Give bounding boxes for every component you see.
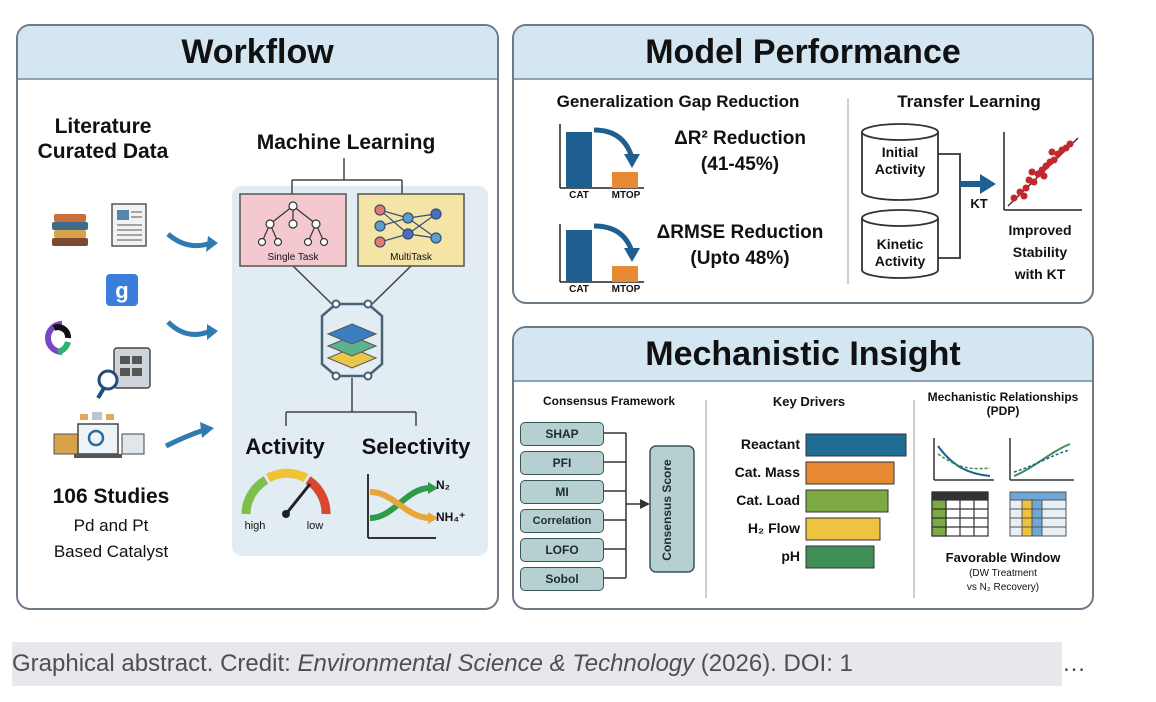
consensus-score-label: Consensus Score	[660, 459, 674, 561]
laptop-data-icon	[53, 412, 145, 458]
transfer-heading: Transfer Learning	[897, 92, 1041, 111]
window-sub-line-1: (DW Treatment	[969, 568, 1037, 579]
favorable-window-grid-2	[1009, 491, 1067, 537]
r2-cat-bar	[566, 132, 592, 188]
database-logo-icon	[45, 321, 71, 355]
layer-stack-icon	[320, 299, 384, 381]
rmse-cat-bar	[566, 230, 592, 282]
driver-label: H₂ Flow	[747, 520, 800, 536]
single-task-label: Single Task	[267, 252, 319, 263]
caption-journal: Environmental Science & Technology	[297, 650, 695, 677]
method-item: MI	[520, 480, 604, 504]
initial-activity-cylinder	[861, 123, 939, 201]
favorable-window-label: Favorable Window	[945, 550, 1061, 565]
initial-activity-label: Initial Activity	[874, 144, 926, 177]
r2-mtop-bar	[612, 172, 638, 188]
model-performance-panel: Model Performance Generalization Gap Red…	[512, 24, 1094, 304]
n2-label: N₂	[436, 478, 450, 492]
catalyst-line-2: Based Catalyst	[53, 542, 169, 561]
model-performance-graphics	[559, 98, 1082, 284]
improved-line-1: Improved	[1008, 222, 1072, 238]
scholar-icon: g	[106, 274, 138, 306]
kinetic-activity-cylinder	[861, 209, 939, 279]
method-item: Sobol	[520, 567, 604, 591]
figure-caption: Graphical abstract. Credit: Environmenta…	[12, 642, 1062, 686]
driver-label: Reactant	[740, 436, 800, 452]
chart2-cat-label: CAT	[569, 284, 589, 295]
kt-label: KT	[970, 196, 988, 211]
mechanistic-graphics	[604, 400, 1074, 598]
driver-bar	[805, 489, 889, 513]
driver-bar	[805, 461, 895, 485]
favorable-window-grid-1	[931, 491, 989, 537]
driver-label: Cat. Load	[736, 492, 800, 508]
key-drivers-heading: Key Drivers	[772, 394, 846, 409]
gauge-high-label: high	[244, 520, 266, 532]
driver-label: Cat. Mass	[734, 464, 800, 480]
data-source-heading: Literature Curated Data	[37, 115, 169, 164]
model-performance-title: Model Performance	[514, 26, 1092, 80]
workflow-title: Workflow	[18, 26, 497, 80]
r2-reduction-line-1: ΔR² Reduction	[674, 128, 806, 149]
rmse-reduction-line-2: (Upto 48%)	[690, 248, 790, 269]
r2-reduction-line-2: (41-45%)	[700, 154, 780, 175]
ml-heading: Machine Learning	[256, 131, 436, 154]
pdp-increasing-plot	[1009, 438, 1074, 481]
document-icon	[111, 203, 147, 247]
chart2-mtop-label: MTOP	[611, 284, 641, 295]
neural-network-icon	[374, 204, 442, 248]
chart1-cat-label: CAT	[569, 190, 589, 201]
consensus-heading: Consensus Framework	[542, 394, 676, 408]
improved-line-3: with KT	[1014, 266, 1066, 282]
mechanistic-insight-panel: Mechanistic Insight Consensus Framework	[512, 326, 1094, 610]
window-sub-line-2: vs N₂ Recovery)	[966, 582, 1040, 593]
nh4-label: NH₄⁺	[436, 510, 466, 524]
tree-network-icon	[257, 201, 329, 247]
books-icon	[52, 214, 88, 246]
caption-prefix: Graphical abstract. Credit:	[12, 650, 298, 677]
driver-bar	[805, 517, 881, 541]
driver-bar	[805, 433, 907, 457]
relationships-heading: Mechanistic Relationships (PDP)	[927, 390, 1079, 419]
arrow-to-ml-3	[164, 427, 205, 449]
caption-suffix: (2026). DOI: 1	[694, 650, 853, 677]
method-item: LOFO	[520, 538, 604, 562]
search-devices-icon	[96, 347, 151, 400]
studies-count: 106 Studies	[52, 485, 170, 508]
method-item: SHAP	[520, 422, 604, 446]
gauge-low-label: low	[306, 520, 324, 532]
workflow-graphics: g	[45, 158, 465, 539]
rmse-reduction-line-1: ΔRMSE Reduction	[656, 222, 824, 243]
multi-task-label: MultiTask	[390, 252, 432, 263]
chart1-mtop-label: MTOP	[611, 190, 641, 201]
arrow-to-ml-1	[166, 232, 209, 249]
driver-label: pH	[781, 548, 800, 564]
kinetic-activity-label: Kinetic Activity	[874, 236, 926, 269]
activity-gauge-icon	[241, 468, 331, 518]
caption-ellipsis: …	[1062, 650, 1086, 677]
arrow-to-ml-2	[166, 320, 209, 337]
selectivity-label: Selectivity	[361, 434, 471, 459]
gap-heading: Generalization Gap Reduction	[556, 92, 800, 111]
drivers-bars	[805, 433, 907, 569]
activity-label: Activity	[245, 434, 325, 459]
workflow-panel: Workflow Literature Curated Data Machine…	[16, 24, 499, 610]
mechanistic-insight-title: Mechanistic Insight	[514, 328, 1092, 382]
svg-text:g: g	[115, 278, 128, 303]
pdp-decreasing-plot	[933, 438, 994, 481]
method-item: Correlation	[520, 509, 604, 533]
improved-line-2: Stability	[1012, 244, 1068, 260]
rmse-mtop-bar	[612, 266, 638, 282]
selectivity-plot-icon	[367, 474, 438, 539]
catalyst-line-1: Pd and Pt	[73, 516, 149, 535]
driver-bar	[805, 545, 875, 569]
scatter-points	[1010, 140, 1074, 202]
method-item: PFI	[520, 451, 604, 475]
